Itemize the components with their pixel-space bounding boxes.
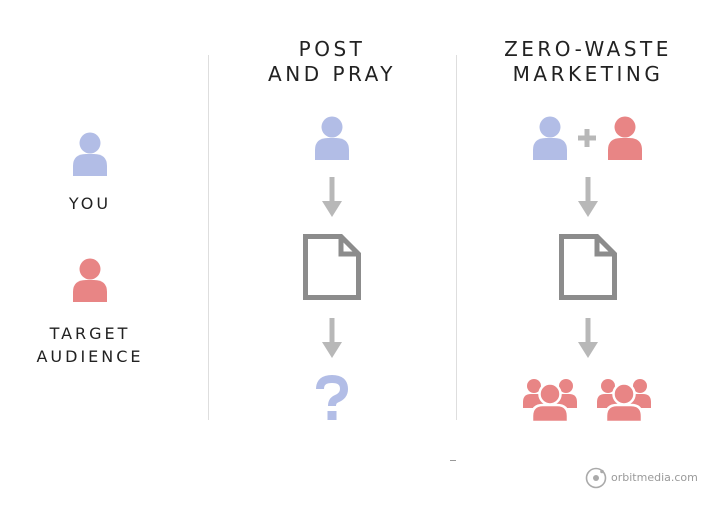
- zero-waste-title: ZERO-WASTE MARKETING: [478, 37, 698, 87]
- post-and-pray-you-icon: [314, 116, 350, 160]
- plus-icon: [578, 129, 596, 147]
- orbit-logo-icon: [585, 467, 607, 489]
- divider-left: [208, 55, 209, 420]
- zero-waste-title-line2: MARKETING: [512, 62, 664, 86]
- legend-audience-icon: [72, 258, 108, 302]
- question-mark-icon: [315, 374, 349, 421]
- post-and-pray-title-line1: POST: [298, 37, 366, 61]
- target-audience-label-line2: AUDIENCE: [36, 347, 144, 366]
- post-and-pray-document-icon: [303, 234, 361, 300]
- zero-waste-you-icon: [532, 116, 568, 160]
- post-and-pray-arrow-down-icon-2: [322, 318, 342, 358]
- post-and-pray-title: POST AND PRAY: [232, 37, 432, 87]
- target-audience-label-line1: TARGET: [49, 324, 131, 343]
- post-and-pray-title-line2: AND PRAY: [268, 62, 396, 86]
- post-and-pray-arrow-down-icon-1: [322, 177, 342, 217]
- audience-group-icon-1: [523, 378, 577, 422]
- target-audience-label: TARGET AUDIENCE: [20, 322, 160, 368]
- zero-waste-title-line1: ZERO-WASTE: [504, 37, 672, 61]
- zero-waste-arrow-down-icon-1: [578, 177, 598, 217]
- brand-text: orbitmedia.com: [611, 471, 698, 484]
- small-dash-mark: [450, 460, 456, 461]
- legend-you-icon: [72, 132, 108, 176]
- zero-waste-document-icon: [559, 234, 617, 300]
- zero-waste-audience-icon: [607, 116, 643, 160]
- audience-group-icon-2: [597, 378, 651, 422]
- divider-right: [456, 55, 457, 420]
- zero-waste-arrow-down-icon-2: [578, 318, 598, 358]
- you-label: YOU: [68, 194, 112, 213]
